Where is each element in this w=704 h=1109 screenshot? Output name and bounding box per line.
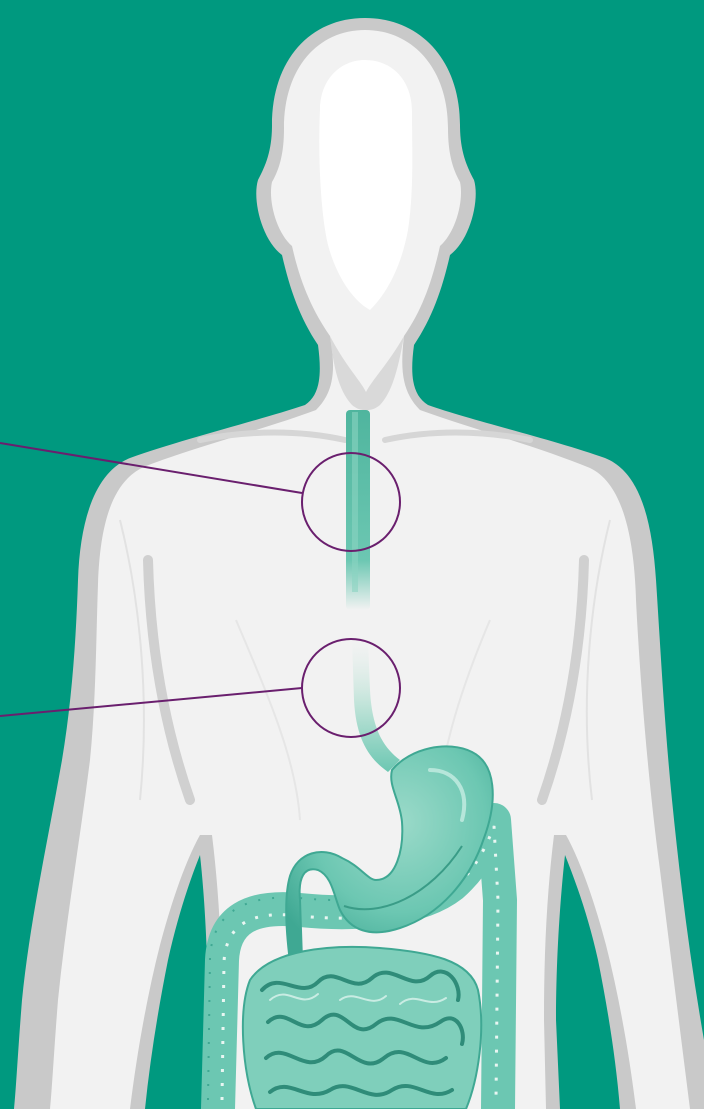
small-intestine-icon xyxy=(243,947,481,1109)
